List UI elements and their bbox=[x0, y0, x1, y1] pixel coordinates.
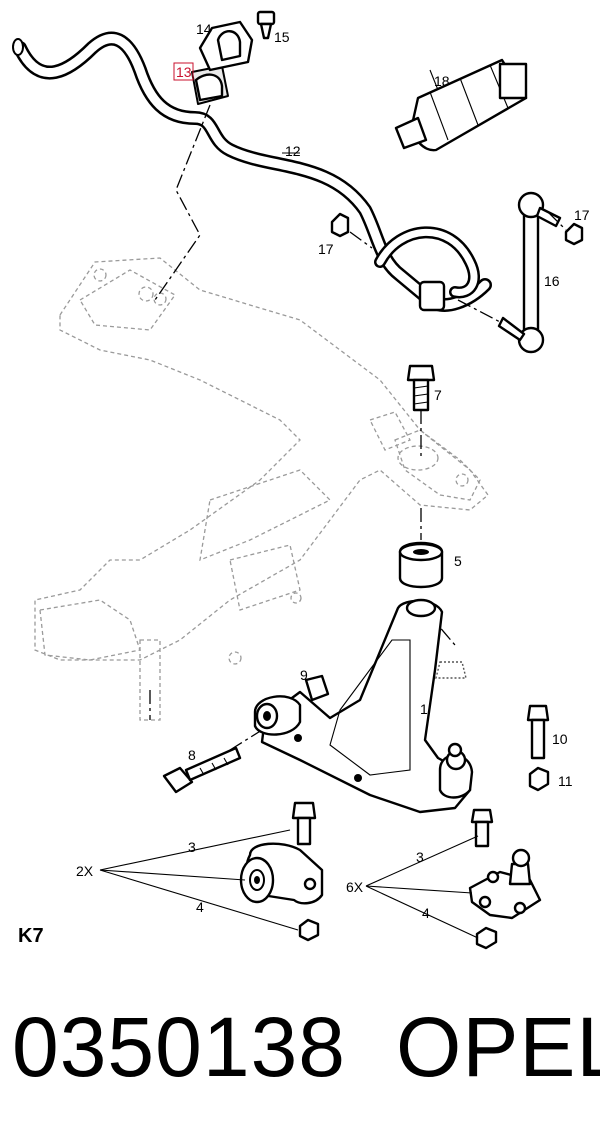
label-12: 12 bbox=[285, 143, 301, 159]
stabilizer-link bbox=[497, 191, 562, 354]
label-11: 11 bbox=[558, 773, 573, 789]
label-16: 16 bbox=[544, 273, 560, 289]
grease-tube bbox=[394, 58, 528, 152]
centerline-bolt8 bbox=[229, 729, 263, 751]
nut-4-left bbox=[298, 918, 320, 942]
label-7: 7 bbox=[434, 387, 442, 403]
protective-cap bbox=[435, 661, 467, 679]
front-subframe bbox=[34, 257, 489, 721]
control-arm bbox=[253, 598, 474, 814]
bolt-8 bbox=[162, 746, 242, 794]
brand-name: OPEL bbox=[396, 1000, 600, 1094]
centerline-link-upper bbox=[547, 211, 567, 231]
quantity-2x: 2X bbox=[76, 863, 94, 879]
ball-joint-kit bbox=[468, 848, 542, 920]
label-14: 14 bbox=[196, 21, 212, 37]
bolt-3-right bbox=[470, 808, 494, 848]
part-number: 0350138 bbox=[12, 1000, 346, 1094]
label-17-right: 17 bbox=[574, 207, 590, 223]
label-1: 1 bbox=[420, 701, 428, 717]
label-4-right: 4 bbox=[422, 905, 430, 921]
label-15: 15 bbox=[274, 29, 290, 45]
label-3-right: 3 bbox=[416, 849, 424, 865]
leader-lines bbox=[99, 69, 479, 939]
rubber-bushing-5 bbox=[398, 541, 444, 589]
nut-17-left bbox=[330, 212, 350, 238]
bolt-7 bbox=[406, 364, 436, 412]
nut-4-right bbox=[475, 926, 498, 950]
centerline-link-lower bbox=[457, 299, 501, 323]
centerline-nut-left bbox=[349, 231, 373, 249]
nut-11 bbox=[528, 766, 550, 792]
label-5: 5 bbox=[454, 553, 462, 569]
label-13-box bbox=[173, 62, 194, 81]
label-8: 8 bbox=[188, 747, 196, 763]
bushing-clamp bbox=[198, 20, 254, 72]
bolt-3-left bbox=[291, 801, 317, 846]
nut-17-right bbox=[564, 222, 584, 246]
label-18: 18 bbox=[434, 73, 450, 89]
stabilizer-bar bbox=[12, 31, 492, 312]
label-9: 9 bbox=[300, 667, 308, 683]
label-17-left: 17 bbox=[318, 241, 334, 257]
label-3-left: 3 bbox=[188, 839, 196, 855]
centerline-bushing bbox=[154, 104, 211, 301]
label-4-left: 4 bbox=[196, 899, 204, 915]
rear-bushing-kit bbox=[239, 842, 324, 905]
stabilizer-bushing bbox=[191, 65, 229, 105]
bushing-9 bbox=[304, 674, 330, 702]
section-code: K7 bbox=[18, 925, 44, 947]
label-13: 13 bbox=[176, 64, 192, 80]
clamp-bolt bbox=[256, 10, 276, 40]
bolt-10 bbox=[526, 704, 550, 760]
label-10: 10 bbox=[552, 731, 568, 747]
quantity-6x: 6X bbox=[346, 879, 364, 895]
